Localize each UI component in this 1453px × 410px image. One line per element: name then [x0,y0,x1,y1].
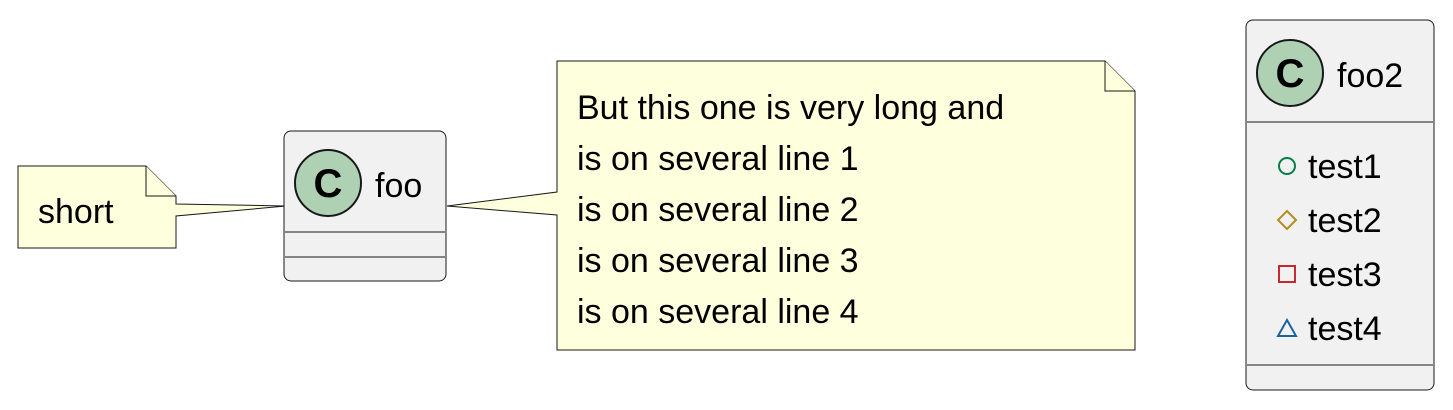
note-long-line: is on several line 3 [577,242,859,280]
note-long[interactable]: But this one is very long and is on seve… [446,60,1136,351]
class-foo2-box [1245,19,1435,391]
note-long-fold [1104,61,1135,92]
class-foo2-badge-letter: C [1276,52,1305,96]
circle-icon [1278,157,1296,175]
class-foo2-name: foo2 [1337,57,1403,95]
member-name: test3 [1308,256,1382,294]
class-foo-name: foo [375,167,422,205]
triangle-icon [1276,317,1298,337]
member-name: test2 [1308,202,1382,240]
member-test2[interactable]: test2 [1276,202,1382,240]
member-test1[interactable]: test1 [1278,148,1382,186]
diamond-icon [1276,209,1298,231]
note-long-line: is on several line 2 [577,191,859,229]
class-foo-badge-letter: C [314,162,343,206]
note-short-fold [145,166,176,197]
member-name: test1 [1308,148,1382,186]
note-long-line: is on several line 1 [577,140,859,178]
class-foo2-badge-icon [1256,39,1324,107]
member-test3[interactable]: test3 [1278,256,1382,294]
note-short[interactable]: short [17,165,287,249]
note-long-line: But this one is very long and [577,89,1004,127]
member-test4[interactable]: test4 [1276,310,1382,348]
class-foo2[interactable]: C foo2 test1 test2 test3 test4 [1245,19,1435,391]
note-short-text: short [38,193,114,231]
square-icon [1278,265,1296,283]
class-foo-badge-icon [294,149,362,217]
note-long-line: is on several line 4 [577,293,859,331]
member-name: test4 [1308,310,1382,348]
class-foo[interactable]: C foo [283,130,447,282]
